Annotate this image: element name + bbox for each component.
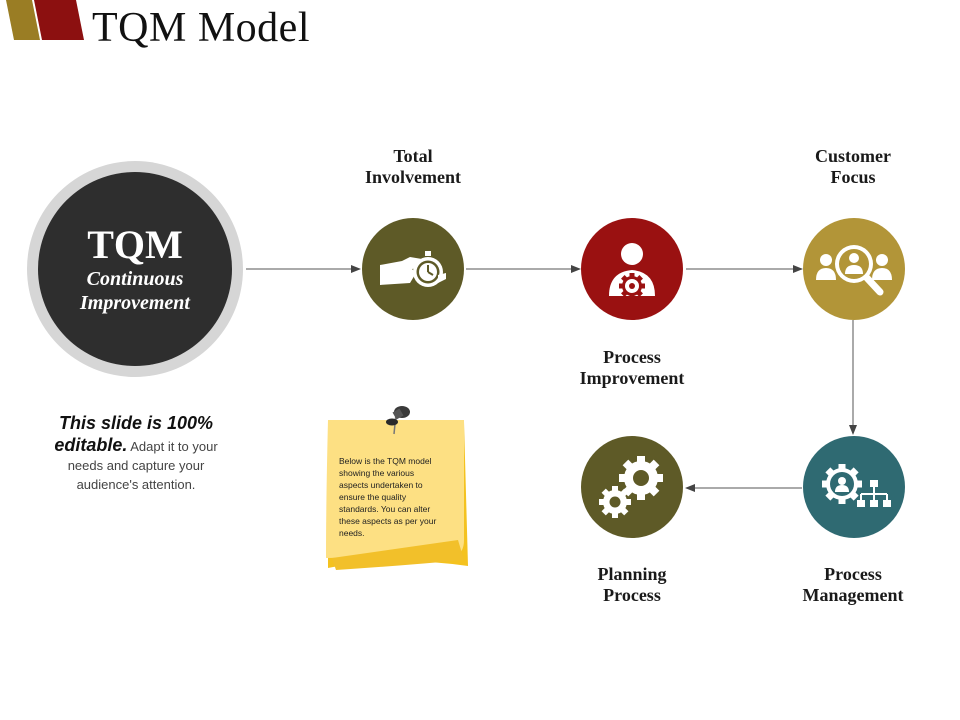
- editable-rest-line1: Adapt it to your: [127, 439, 218, 454]
- slide-title: TQM Model: [92, 5, 310, 51]
- node-process-management: [803, 436, 905, 538]
- label-process-improvement: Process Improvement: [579, 347, 685, 388]
- hub-circle: TQM Continuous Improvement: [38, 172, 232, 366]
- editable-note: This slide is 100% editable. Adapt it to…: [30, 412, 242, 494]
- hub-subtitle-line2: Improvement: [80, 292, 190, 314]
- editable-rest-line2: needs and capture your: [67, 458, 205, 473]
- magnifier-people-icon: [816, 245, 892, 296]
- node-process-improvement: [581, 218, 683, 320]
- sticky-note-text: Below is the TQM model showing the vario…: [339, 456, 437, 538]
- label-planning-process: Planning Process: [597, 564, 667, 605]
- pushpin-icon: [386, 406, 410, 435]
- label-customer-focus: Customer Focus: [815, 146, 891, 187]
- hub-heading: TQM: [87, 222, 183, 267]
- label-process-management: Process Management: [802, 564, 904, 605]
- sticky-note: [326, 406, 468, 570]
- person-gear-icon: [609, 243, 655, 299]
- hub-subtitle-line1: Continuous: [86, 268, 184, 290]
- decorative-stripes: [6, 0, 84, 40]
- node-customer-focus: [803, 218, 905, 320]
- gears-icon: [599, 456, 663, 518]
- editable-bold-line1: This slide is 100%: [58, 413, 214, 433]
- node-planning-process: [581, 436, 683, 538]
- editable-bold-line2: editable.: [54, 435, 128, 455]
- gear-org-chart-icon: [822, 464, 891, 507]
- node-total-involvement: [362, 218, 464, 320]
- editable-rest-line3: audience's attention.: [76, 477, 196, 492]
- label-total-involvement: Total Involvement: [365, 146, 461, 187]
- hand-stopwatch-icon: [380, 251, 446, 287]
